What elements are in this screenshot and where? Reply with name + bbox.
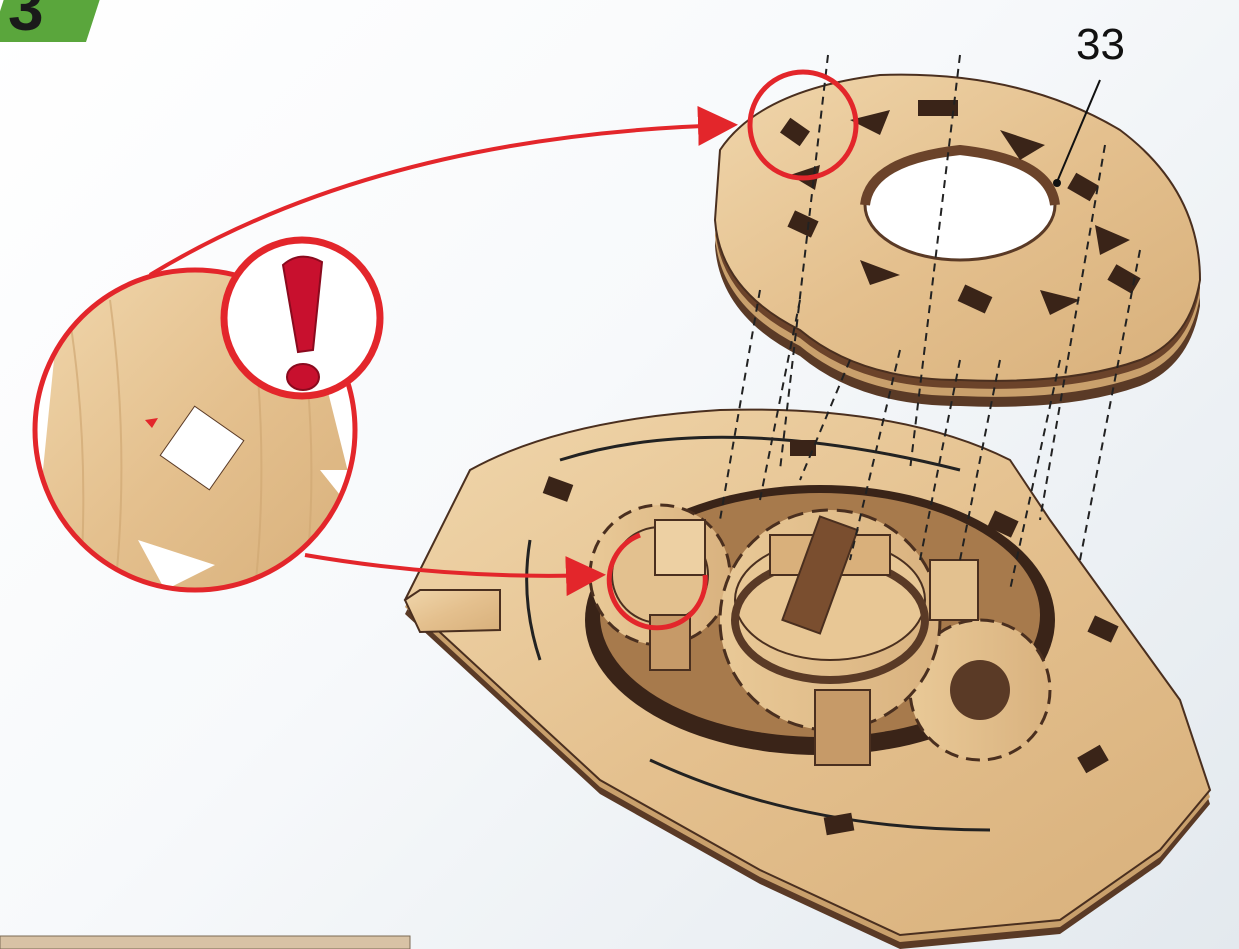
arrow-to-top: [150, 125, 730, 275]
base-plate-assembly: [405, 410, 1210, 949]
next-step-strip: [0, 936, 410, 949]
exclamation-icon: [224, 240, 380, 396]
